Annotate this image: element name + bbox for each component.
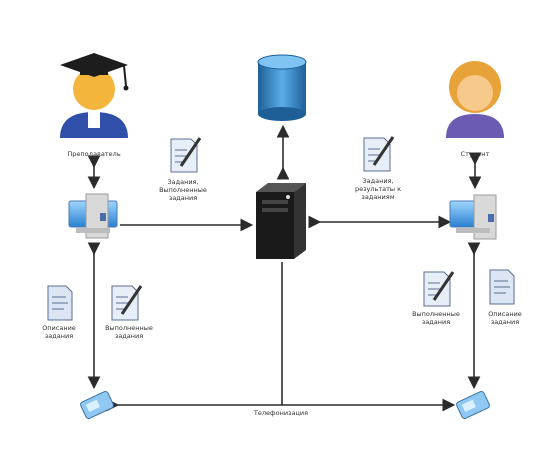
edit-document-icon [363,136,395,172]
student-doc-left-label: Выполненные задания [412,310,460,326]
database-icon [257,54,307,121]
bottom-edge-label: Телефонизация [253,409,309,417]
computer-icon [449,194,497,240]
teacher-label: Преподаватель [67,150,121,158]
teacher-doc-left-label: Описание задания [42,324,76,340]
connectors [87,124,482,412]
student-icon [446,61,504,138]
phone-icon [456,390,490,420]
student-label: Студент [460,150,490,158]
server-icon [256,183,306,259]
teacher-icon [60,53,129,138]
document-icon [47,285,73,321]
edit-document-icon [423,271,455,307]
server-student-edge-label: Задания, результаты к заданиям [354,177,402,201]
computer-icon [68,193,118,239]
student-doc-right-label: Описание задания [488,310,522,326]
edit-document-icon [170,137,202,173]
edit-document-icon [111,285,143,321]
phone-icon [80,390,114,420]
document-icon [489,269,515,305]
teacher-server-edge-label: Задания, Выполненные задания [159,178,207,202]
teacher-doc-right-label: Выполненные задания [105,324,153,340]
